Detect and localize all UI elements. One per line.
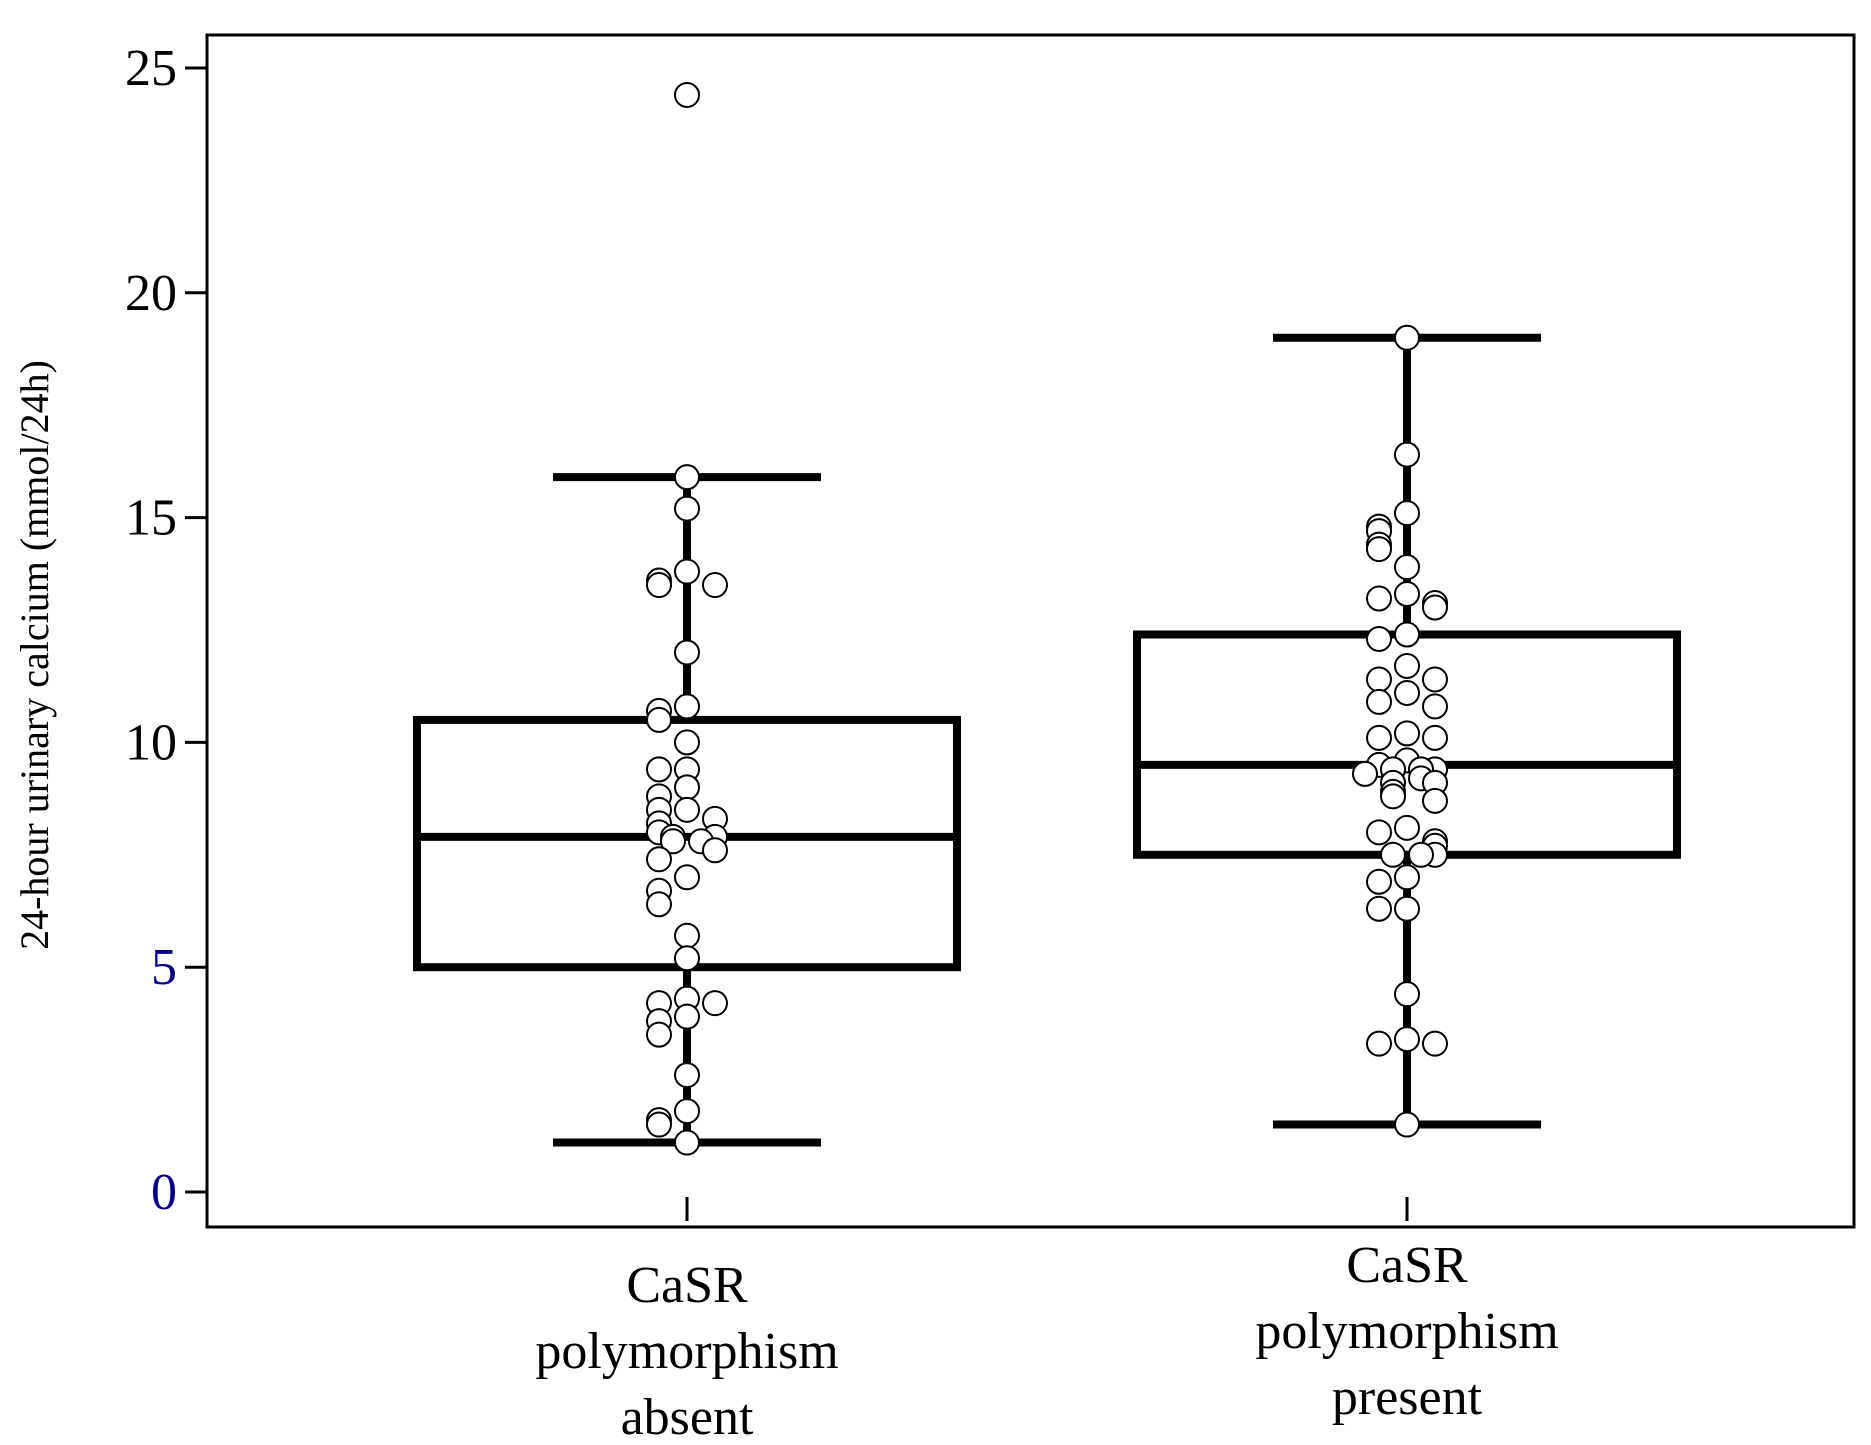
x-category-label-line: CaSR <box>626 1257 748 1314</box>
data-point <box>674 729 700 756</box>
data-point <box>702 990 728 1017</box>
data-point <box>1394 621 1420 648</box>
data-point <box>674 81 700 108</box>
x-axis: CaSR polymorphism absent CaSR polymorphism pr… <box>535 1197 1559 1445</box>
data-point <box>1366 688 1392 715</box>
data-point <box>1422 1030 1448 1057</box>
x-category-label-line: CaSR <box>1346 1237 1468 1294</box>
data-point <box>646 1021 672 1048</box>
data-point <box>674 464 700 491</box>
x-category-label-line: present <box>1332 1369 1483 1426</box>
y-tick-label-15: 15 <box>125 490 177 547</box>
data-point <box>1366 724 1392 751</box>
data-point <box>1394 1026 1420 1053</box>
data-point <box>674 495 700 522</box>
data-point <box>1394 554 1420 581</box>
data-point <box>1366 536 1392 563</box>
data-point <box>1380 841 1406 868</box>
data-point <box>1352 760 1378 787</box>
data-point <box>674 1003 700 1030</box>
data-point <box>674 1062 700 1089</box>
plot-frame <box>205 33 1856 1229</box>
y-tick-label-5: 5 <box>151 939 177 996</box>
data-point <box>1366 585 1392 612</box>
data-point <box>1366 868 1392 895</box>
data-point <box>646 891 672 918</box>
data-point <box>646 756 672 783</box>
data-point <box>1422 594 1448 621</box>
data-point <box>1366 895 1392 922</box>
x-category-label-2: CaSR polymorphism present <box>1255 1237 1558 1426</box>
points-group-2 <box>1352 324 1448 1138</box>
data-point <box>1394 720 1420 747</box>
y-axis: 0 5 10 15 20 25 <box>125 40 207 1221</box>
data-point <box>1366 666 1392 693</box>
data-point <box>1422 787 1448 814</box>
data-point <box>1394 581 1420 608</box>
data-point <box>674 1098 700 1125</box>
data-point <box>1422 666 1448 693</box>
data-point <box>1394 679 1420 706</box>
data-point <box>674 693 700 720</box>
y-tick-label-20: 20 <box>125 265 177 322</box>
data-point <box>1422 724 1448 751</box>
data-point <box>1366 819 1392 846</box>
x-category-label-line: absent <box>621 1389 754 1445</box>
y-tick-label-10: 10 <box>125 714 177 771</box>
data-point <box>1380 783 1406 810</box>
data-point <box>674 558 700 585</box>
x-category-label-line: polymorphism <box>535 1323 838 1380</box>
data-point <box>1394 324 1420 351</box>
data-point <box>646 1111 672 1138</box>
data-point <box>1394 864 1420 891</box>
data-point <box>660 828 686 855</box>
y-tick-label-0: 0 <box>151 1164 177 1221</box>
data-point <box>674 639 700 666</box>
y-tick-label-25: 25 <box>125 40 177 97</box>
data-point <box>674 1129 700 1156</box>
data-point <box>1366 1030 1392 1057</box>
data-point <box>674 922 700 949</box>
data-point <box>1394 895 1420 922</box>
data-point <box>1366 625 1392 652</box>
y-axis-title: 24-hour urinary calcium (mmol/24h) <box>12 360 57 950</box>
x-category-label-1: CaSR polymorphism absent <box>535 1257 838 1445</box>
data-point <box>674 864 700 891</box>
data-point <box>646 572 672 599</box>
data-point <box>674 796 700 823</box>
data-point <box>674 945 700 972</box>
data-point <box>1394 1111 1420 1138</box>
x-category-label-line: polymorphism <box>1255 1303 1558 1360</box>
data-point <box>1394 441 1420 468</box>
data-point <box>1422 693 1448 720</box>
data-point <box>702 837 728 864</box>
data-point <box>1394 981 1420 1008</box>
data-point <box>674 774 700 801</box>
data-point <box>646 846 672 873</box>
points-group-1 <box>646 81 728 1156</box>
data-point <box>1394 814 1420 841</box>
data-point <box>1408 841 1434 868</box>
data-point <box>702 572 728 599</box>
data-point <box>1394 500 1420 527</box>
plot-area <box>413 81 1681 1156</box>
data-point <box>1394 652 1420 679</box>
data-point <box>646 706 672 733</box>
